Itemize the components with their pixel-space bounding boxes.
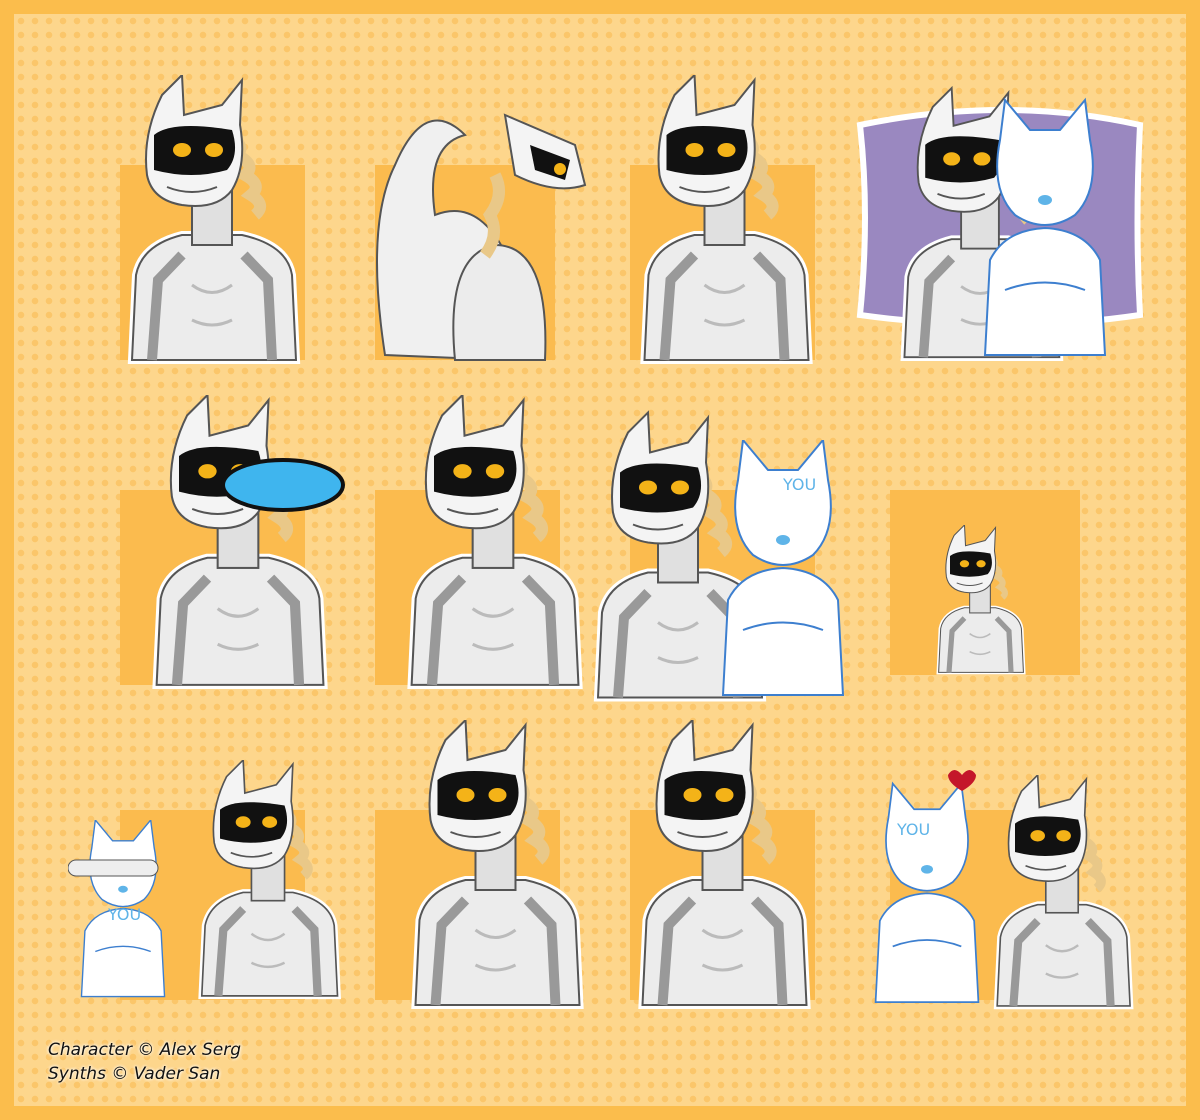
credit-synths: Synths © Vader San [48,1064,221,1084]
sticker-robot-thinking [615,720,830,1010]
credit-character: Character © Alex Serg [48,1040,242,1060]
sticker-robot-surprised [632,75,817,365]
sticker-robot-rear [376,113,587,362]
you-label: YOU [782,475,816,494]
credits: Character © Alex Serg Synths © Vader San [48,1038,241,1086]
sticker-robot-visor-blue [118,395,345,690]
you-label: YOU [896,820,930,839]
sticker-robot-newspaper: YOU [68,760,358,1000]
sticker-robot-small [905,525,1055,675]
sticker-robot-love-you: YOU [862,770,1160,1010]
you-label: YOU [107,905,141,924]
sticker-robot-side [373,395,613,690]
sticker-robot-with-you: YOU [588,410,863,705]
sticker-robot-sparkle [398,720,593,1010]
sticker-robot-annoyed [122,75,302,365]
sticker-robot-hug-pillow [856,85,1144,365]
